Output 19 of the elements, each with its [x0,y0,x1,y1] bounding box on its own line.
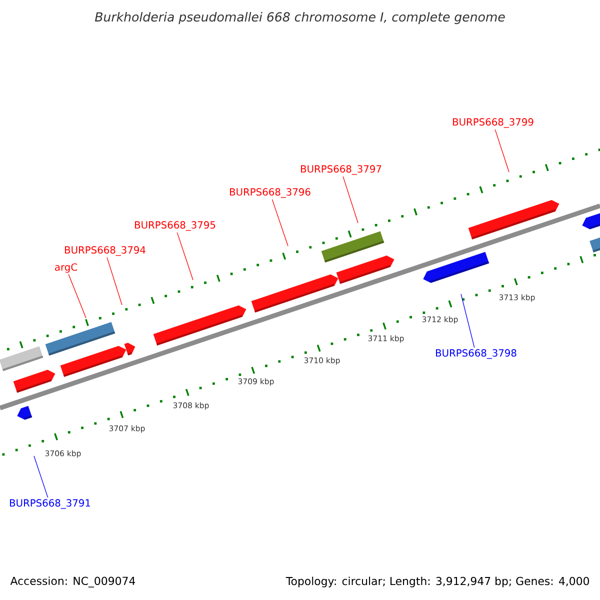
leader-line [342,176,358,224]
leader-line [494,129,510,172]
footer-text: Topology: circular; Length: 3,912,947 bp; Genes: 4,000 [286,576,590,588]
leader-line [176,232,194,280]
gene-label: BURPS668_3794 [65,246,146,256]
leader-line [106,257,122,306]
gene-label: BURPS668_3796 [230,188,310,198]
gene-label: BURPS668_3795 [135,221,216,231]
leader-line [34,456,48,498]
leader-line [68,274,86,318]
gene-label: BURPS668_3797 [301,165,382,175]
footer-text: Accession: NC_009074 [10,576,136,588]
gene-label: BURPS668_3799 [453,118,534,128]
leader-line [272,199,288,246]
gene-label: argC [55,263,78,273]
gene-label: BURPS668_3791 [10,499,90,509]
leader-line [460,294,475,348]
gene-label: BURPS668_3798 [436,349,516,359]
title: Burkholderia pseudomallei 668 chromosome I, complete genome [94,12,505,24]
